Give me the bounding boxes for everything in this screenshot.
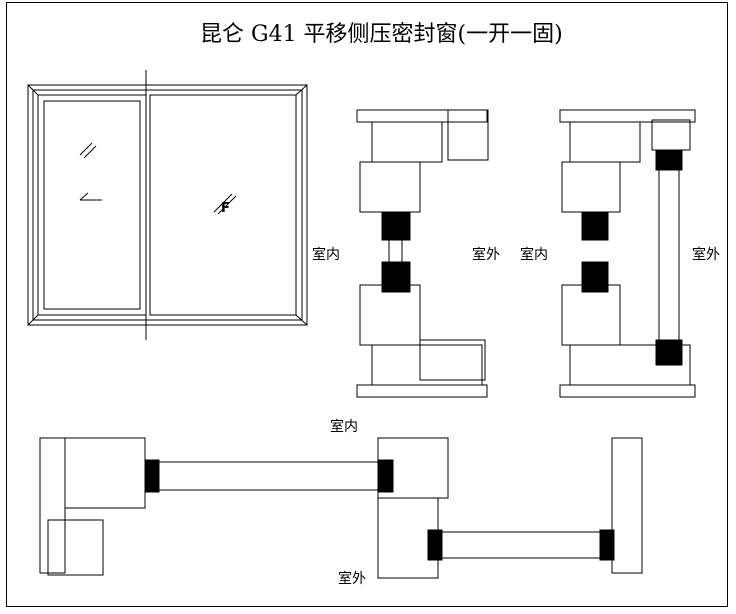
- vertical-section-2: [559, 109, 696, 398]
- label-outdoor: 室外: [472, 247, 500, 263]
- label-indoor: 室内: [312, 247, 340, 263]
- vertical-section-1: [356, 109, 489, 398]
- sash-mark: F: [221, 201, 230, 216]
- horizontal-section: [39, 437, 643, 579]
- label-outdoor: 室外: [338, 571, 366, 587]
- window-elevation: [27, 70, 308, 340]
- drawing-title: 昆仑 G41 平移侧压密封窗(一开一固): [200, 22, 563, 47]
- label-indoor: 室内: [520, 247, 548, 263]
- drawing-border: [6, 2, 728, 607]
- label-indoor: 室内: [330, 419, 358, 435]
- label-outdoor: 室外: [692, 247, 720, 263]
